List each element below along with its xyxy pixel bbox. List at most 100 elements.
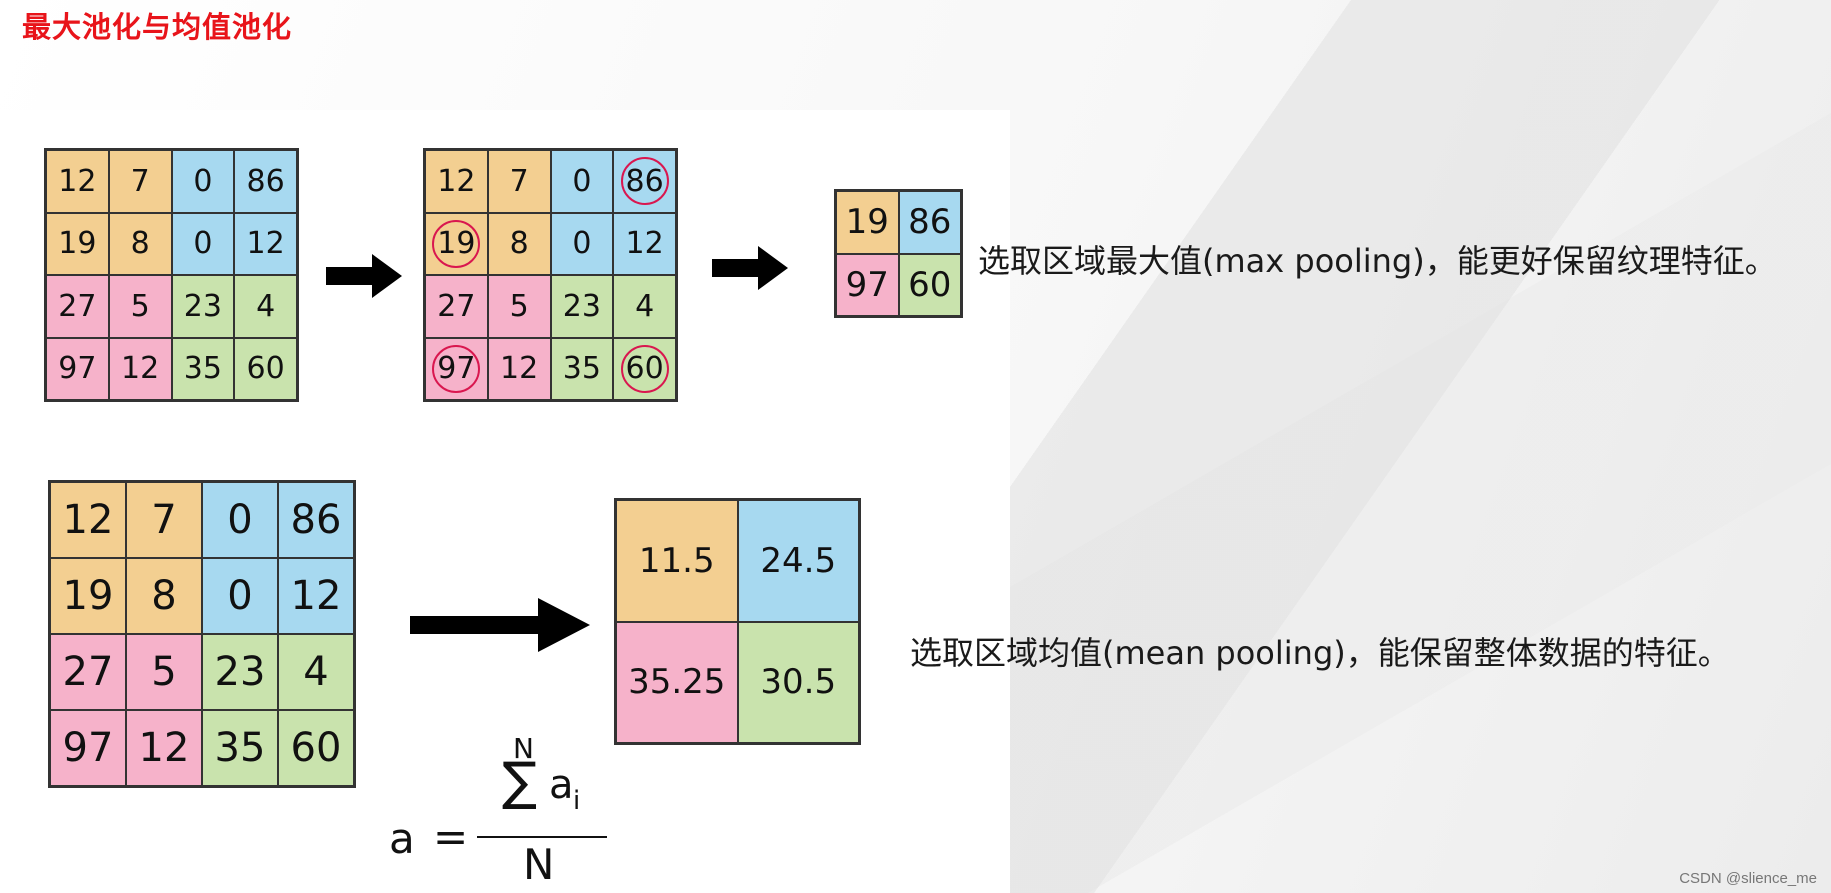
cell-value: 0 <box>572 226 592 262</box>
cell-value: 35 <box>183 351 222 387</box>
cell-value: 86 <box>908 202 952 243</box>
grid-cell: 19 <box>425 212 488 275</box>
grid-cell: 60 <box>234 337 297 400</box>
sigma-icon: ∑ <box>502 752 538 812</box>
grid-cell: 35 <box>202 710 278 786</box>
max-highlight-circle <box>432 344 481 393</box>
grid-cell: 60 <box>278 710 354 786</box>
grid-cell: 24.5 <box>737 500 859 622</box>
grid-cell: 11.5 <box>616 500 738 622</box>
cell-value: 27 <box>437 288 476 324</box>
cell-value: 0 <box>572 163 592 199</box>
mean-pool-output-grid: 11.5 24.5 35.25 30.5 <box>614 498 861 745</box>
grid-cell: 35 <box>171 337 235 400</box>
grid-cell: 0 <box>550 212 614 275</box>
cell-value: 5 <box>151 649 177 695</box>
grid-cell: 5 <box>487 275 551 338</box>
grid-cell: 8 <box>108 212 172 275</box>
cell-value: 0 <box>227 573 253 619</box>
max-pool-caption: 选取区域最大值(max pooling)，能更好保留纹理特征。 <box>978 242 1777 280</box>
fraction-bar <box>477 836 607 838</box>
grid-cell: 0 <box>202 482 278 558</box>
cell-value: 60 <box>290 725 342 771</box>
cell-value: 12 <box>138 725 190 771</box>
grid-cell: 23 <box>202 634 278 710</box>
cell-value: 4 <box>303 649 329 695</box>
grid-cell: 86 <box>898 191 961 254</box>
cell-value: 12 <box>437 163 476 199</box>
cell-value: 97 <box>58 351 97 387</box>
grid-cell: 4 <box>278 634 354 710</box>
cell-value: 12 <box>58 163 97 199</box>
grid-cell: 0 <box>550 150 614 213</box>
cell-value: 12 <box>500 351 539 387</box>
cell-value: 12 <box>121 351 160 387</box>
cell-value: 24.5 <box>760 540 837 581</box>
formula-lhs: a <box>389 814 415 863</box>
cell-value: 23 <box>214 649 266 695</box>
grid-cell: 4 <box>234 275 297 338</box>
grid-cell: 5 <box>126 634 202 710</box>
cell-value: 5 <box>130 288 150 324</box>
grid-cell: 12 <box>278 558 354 634</box>
page-title: 最大池化与均值池化 <box>22 10 293 44</box>
cell-value: 97 <box>845 264 889 305</box>
grid-cell: 86 <box>613 150 676 213</box>
grid-cell: 86 <box>234 150 297 213</box>
grid-cell: 0 <box>202 558 278 634</box>
grid-cell: 86 <box>278 482 354 558</box>
formula-sigma-upper: N <box>513 732 534 765</box>
cell-value: 7 <box>151 497 177 543</box>
grid-cell: 60 <box>898 253 961 316</box>
grid-cell: 12 <box>613 212 676 275</box>
grid-cell: 97 <box>425 337 488 400</box>
formula-denominator: N <box>523 840 555 889</box>
grid-cell: 97 <box>46 337 109 400</box>
cell-value: 97 <box>62 725 114 771</box>
grid-cell: 30.5 <box>737 621 859 743</box>
cell-value: 35 <box>562 351 601 387</box>
cell-value: 23 <box>183 288 222 324</box>
grid-cell: 27 <box>425 275 488 338</box>
grid-cell: 12 <box>108 337 172 400</box>
cell-value: 8 <box>509 226 529 262</box>
grid-cell: 7 <box>126 482 202 558</box>
grid-cell: 7 <box>108 150 172 213</box>
formula-term: a <box>549 762 574 808</box>
cell-value: 0 <box>193 163 213 199</box>
cell-value: 27 <box>62 649 114 695</box>
grid-cell: 19 <box>46 212 109 275</box>
watermark: CSDN @slience_me <box>1679 870 1817 887</box>
cell-value: 60 <box>908 264 952 305</box>
cell-value: 35 <box>214 725 266 771</box>
grid-cell: 8 <box>487 212 551 275</box>
cell-value: 19 <box>58 226 97 262</box>
grid-cell: 12 <box>126 710 202 786</box>
grid-cell: 12 <box>425 150 488 213</box>
cell-value: 4 <box>256 288 276 324</box>
grid-cell: 12 <box>487 337 551 400</box>
cell-value: 35.25 <box>628 662 726 703</box>
grid-cell: 12 <box>46 150 109 213</box>
grid-cell: 0 <box>171 212 235 275</box>
cell-value: 0 <box>193 226 213 262</box>
grid-cell: 4 <box>613 275 676 338</box>
cell-value: 60 <box>246 351 285 387</box>
arrow-right-icon <box>410 598 590 652</box>
arrow-right-icon <box>712 246 788 290</box>
cell-value: 86 <box>290 497 342 543</box>
grid-cell: 0 <box>171 150 235 213</box>
cell-value: 12 <box>290 573 342 619</box>
cell-value: 0 <box>227 497 253 543</box>
mean-pool-caption: 选取区域均值(mean pooling)，能保留整体数据的特征。 <box>910 634 1730 672</box>
grid-cell: 12 <box>234 212 297 275</box>
arrow-right-icon <box>326 254 402 298</box>
grid-cell: 23 <box>171 275 235 338</box>
max-highlight-circle <box>620 157 669 206</box>
grid-cell: 19 <box>50 558 126 634</box>
cell-value: 5 <box>509 288 529 324</box>
grid-cell: 97 <box>836 253 899 316</box>
